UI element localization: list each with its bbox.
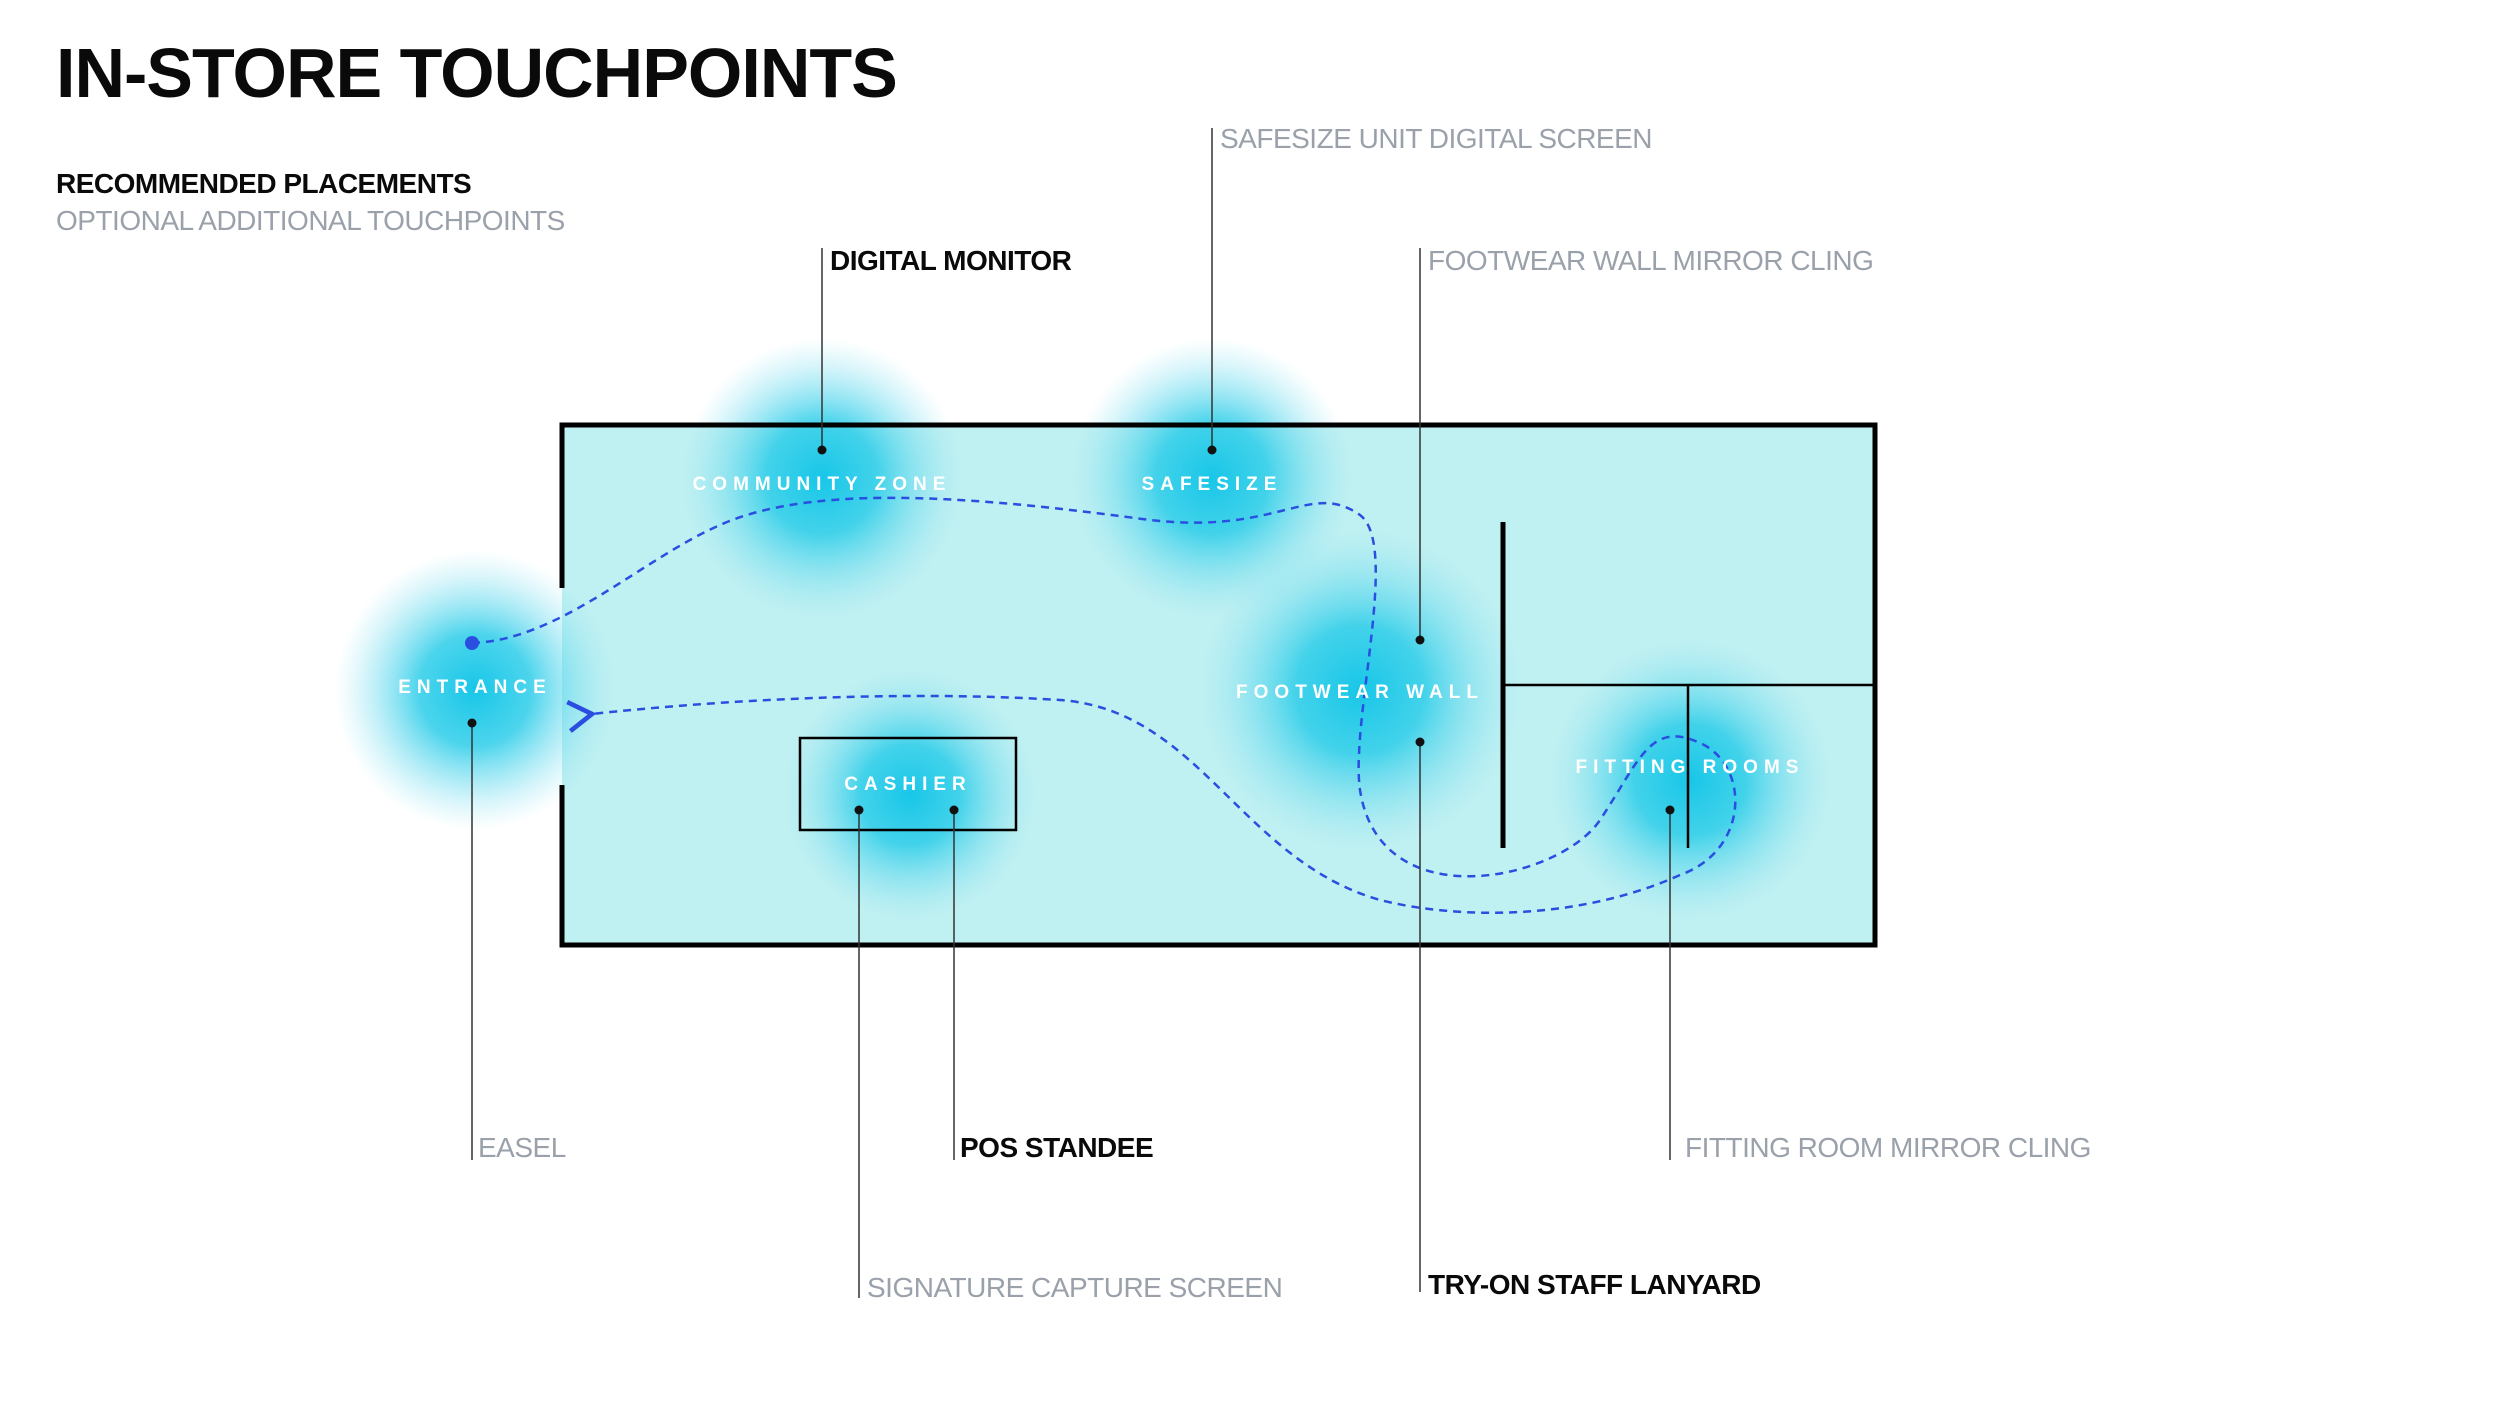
customer-path	[471, 496, 1737, 915]
footwear-wall-glow	[1200, 530, 1520, 850]
zone-label-safesize: SAFESIZE	[1142, 474, 1283, 495]
fitting-rooms-glow	[1550, 640, 1830, 920]
zone-label-footwear-wall: FOOTWEAR WALL	[1236, 682, 1484, 703]
callout-safesize-screen: SAFESIZE UNIT DIGITAL SCREEN	[1220, 123, 1652, 154]
legend-recommended: RECOMMENDED PLACEMENTS	[56, 168, 472, 199]
footwear-mirror-dot	[1415, 635, 1425, 645]
cashier-glow	[785, 670, 1035, 920]
legend-optional: OPTIONAL ADDITIONAL TOUCHPOINTS	[56, 205, 565, 236]
callout-digital-monitor: DIGITAL MONITOR	[830, 245, 1072, 276]
callout-easel: EASEL	[478, 1132, 566, 1163]
zone-label-community-zone: COMMUNITY ZONE	[693, 474, 952, 495]
page-title: IN-STORE TOUCHPOINTS	[56, 34, 898, 112]
callout-footwear-mirror: FOOTWEAR WALL MIRROR CLING	[1428, 245, 1873, 276]
callout-staff-lanyard: TRY-ON STAFF LANYARD	[1428, 1269, 1761, 1300]
safesize-glow	[1072, 338, 1352, 618]
zone-label-cashier: CASHIER	[844, 774, 972, 795]
path-start-dot	[465, 636, 479, 650]
zone-label-entrance: ENTRANCE	[398, 677, 552, 698]
signature-screen-dot	[854, 805, 864, 815]
pos-standee-dot	[949, 805, 959, 815]
fitting-mirror-dot	[1665, 805, 1675, 815]
zone-label-fitting-rooms: FITTING ROOMS	[1576, 757, 1805, 778]
entrance-glow	[335, 550, 615, 830]
callout-pos-standee: POS STANDEE	[960, 1132, 1153, 1163]
callout-fitting-mirror: FITTING ROOM MIRROR CLING	[1685, 1132, 2091, 1163]
community-zone-glow	[682, 338, 962, 618]
callout-signature-screen: SIGNATURE CAPTURE SCREEN	[867, 1272, 1282, 1303]
cashier-counter	[798, 736, 1018, 832]
digital-monitor-dot	[817, 445, 827, 455]
easel-dot	[467, 718, 477, 728]
safesize-screen-dot	[1207, 445, 1217, 455]
staff-lanyard-dot	[1415, 737, 1425, 747]
